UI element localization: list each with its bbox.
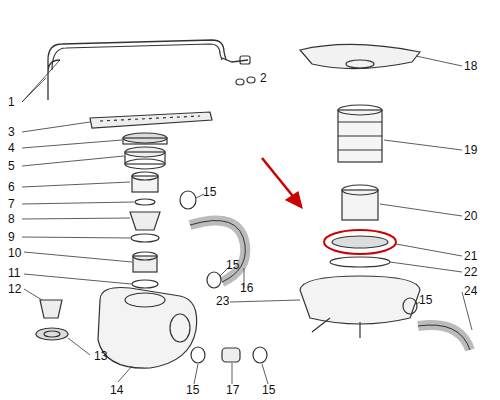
callout-number: 15	[226, 259, 239, 272]
callout-number: 5	[8, 160, 15, 173]
callout-number: 11	[8, 267, 20, 280]
callout-number: 23	[216, 295, 229, 308]
callout-number: 15	[186, 384, 199, 397]
callout-number: 17	[226, 384, 239, 397]
callout-number: 18	[464, 60, 477, 73]
callout-number: 10	[8, 247, 21, 260]
callout-number: 24	[464, 285, 477, 298]
callout-number: 19	[464, 144, 477, 157]
callout-number: 20	[464, 210, 477, 223]
callout-number: 12	[8, 283, 21, 296]
callout-number: 14	[110, 384, 123, 397]
callout-number: 22	[464, 266, 477, 279]
callout-number: 3	[8, 126, 15, 139]
callout-number: 21	[464, 250, 477, 263]
callout-number: 13	[94, 350, 107, 363]
callout-number: 8	[8, 213, 15, 226]
callout-number: 15	[419, 294, 432, 307]
callout-number: 16	[240, 282, 253, 295]
callout-number: 2	[260, 72, 267, 85]
callout-number: 6	[8, 181, 15, 194]
callout-number: 9	[8, 231, 15, 244]
callout-number: 15	[203, 186, 216, 199]
callout-number: 15	[262, 384, 275, 397]
callout-number: 1	[8, 96, 15, 109]
callout-number: 4	[8, 142, 15, 155]
callout-number: 7	[8, 198, 15, 211]
